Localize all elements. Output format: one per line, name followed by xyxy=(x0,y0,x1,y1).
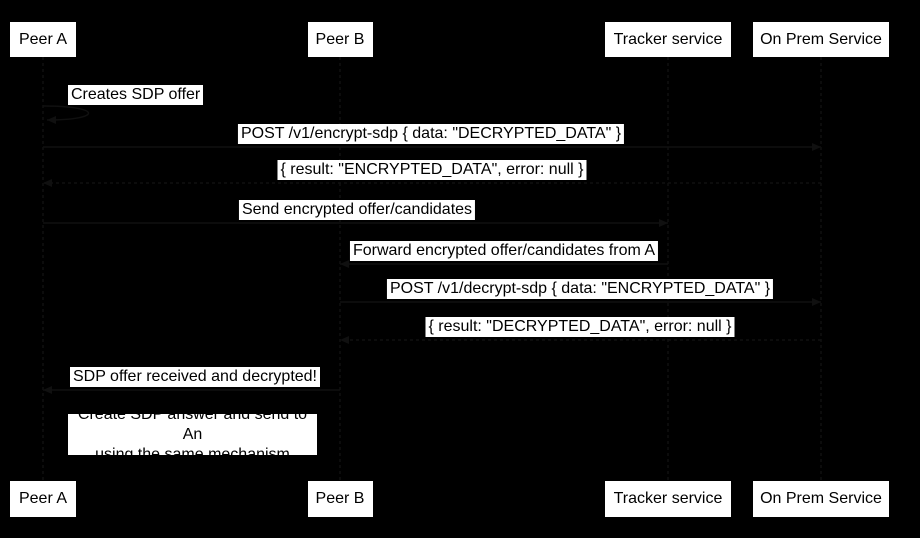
note-line-2: using the same mechanism xyxy=(95,445,290,463)
message-label-1: POST /v1/encrypt-sdp { data: "DECRYPTED_… xyxy=(237,124,625,144)
message-label-0: Creates SDP offer xyxy=(68,85,204,105)
message-label-4: Forward encrypted offer/candidates from … xyxy=(349,241,659,261)
actor-tracker-service-bottom: Tracker service xyxy=(605,481,731,517)
arrowhead-2 xyxy=(43,179,52,187)
arrowhead-1 xyxy=(812,143,821,151)
message-label-7: SDP offer received and decrypted! xyxy=(70,367,320,387)
note-line-1: Create SDP answer and send to An xyxy=(77,405,308,443)
arrowhead-7 xyxy=(43,386,52,394)
arrowhead-0 xyxy=(47,116,56,124)
actor-peer-b-top: Peer B xyxy=(307,22,373,57)
note-create-sdp-answer: Create SDP answer and send to An using th… xyxy=(68,406,317,463)
message-label-2: { result: "ENCRYPTED_DATA", error: null … xyxy=(277,160,587,180)
actor-peer-a-top: Peer A xyxy=(10,22,76,57)
actor-on-prem-service-top: On Prem Service xyxy=(753,22,889,57)
arrowhead-5 xyxy=(812,298,821,306)
arrowhead-4 xyxy=(340,260,349,268)
message-label-3: Send encrypted offer/candidates xyxy=(238,200,476,220)
message-label-6: { result: "DECRYPTED_DATA", error: null … xyxy=(425,317,735,337)
arrowhead-6 xyxy=(340,336,349,344)
arrowhead-3 xyxy=(659,219,668,227)
actor-tracker-service-top: Tracker service xyxy=(605,22,731,57)
actor-peer-b-bottom: Peer B xyxy=(307,481,373,517)
message-label-5: POST /v1/decrypt-sdp { data: "ENCRYPTED_… xyxy=(386,279,774,299)
actor-on-prem-service-bottom: On Prem Service xyxy=(753,481,889,517)
actor-peer-a-bottom: Peer A xyxy=(10,481,76,517)
self-message-arrow xyxy=(42,105,90,121)
